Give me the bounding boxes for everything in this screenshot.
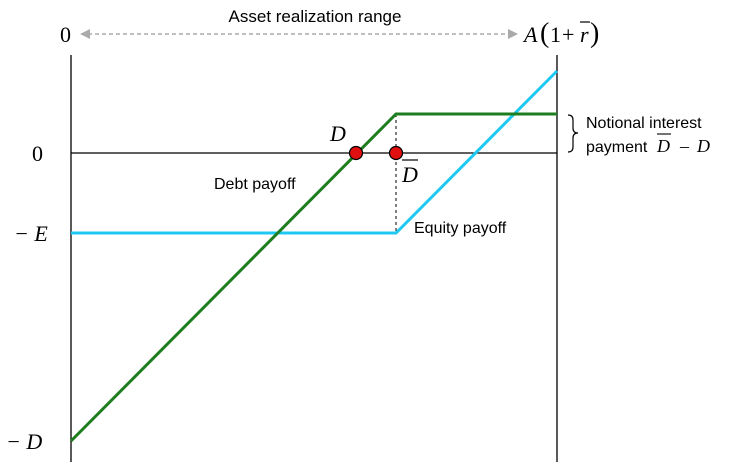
range-label: Asset realization range	[229, 7, 402, 26]
svg-text:payment: payment	[586, 139, 648, 156]
point-Dbar-label: D	[401, 159, 418, 187]
notional-brace	[567, 114, 579, 153]
svg-text:–: –	[679, 136, 690, 156]
y-label-zero: 0	[32, 141, 43, 166]
y-label-minus-D: − D	[6, 429, 42, 454]
range-arrow	[80, 29, 518, 39]
equity-payoff-line	[71, 69, 559, 235]
debt-payoff-line	[69, 112, 557, 443]
equity-payoff-label: Equity payoff	[414, 220, 507, 237]
point-Dbar-marker	[388, 145, 404, 161]
svg-text:r: r	[580, 22, 589, 47]
range-right-end: A ( 1 + r )	[522, 18, 599, 49]
range-left-zero: 0	[60, 22, 71, 47]
svg-text:1: 1	[550, 22, 561, 47]
svg-text:D: D	[401, 162, 418, 187]
notional-label-line2: payment D – D	[586, 133, 710, 156]
point-D-marker	[348, 145, 364, 161]
notional-label-line1: Notional interest	[586, 115, 702, 132]
svg-text:D: D	[696, 136, 710, 156]
svg-text:): )	[590, 18, 599, 49]
svg-text:+: +	[562, 22, 574, 47]
svg-text:A: A	[522, 22, 538, 47]
y-label-minus-E: − E	[14, 221, 48, 246]
debt-payoff-label: Debt payoff	[214, 176, 296, 193]
svg-text:(: (	[540, 18, 549, 49]
svg-text:D: D	[656, 136, 670, 156]
point-D-label: D	[329, 121, 346, 146]
